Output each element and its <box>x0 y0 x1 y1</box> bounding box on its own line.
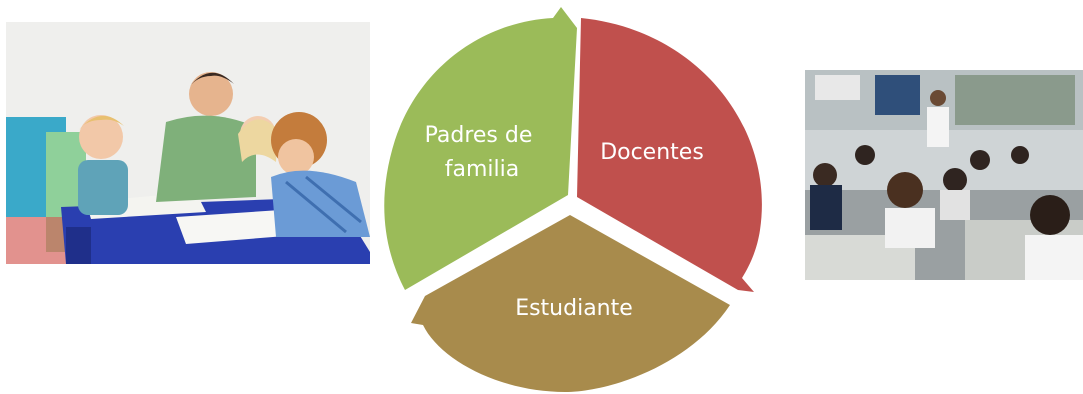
parent-children-illustration <box>6 22 370 264</box>
classroom-illustration <box>805 70 1083 280</box>
parent-children-photo <box>6 22 370 264</box>
padres-label-line-2: familia <box>445 157 519 182</box>
docentes-label-line-1: Docentes <box>600 140 704 165</box>
segment-docentes <box>577 18 762 292</box>
segment-label-docentes: Docentes <box>600 140 704 165</box>
segment-label-estudiante: Estudiante <box>515 296 633 321</box>
classroom-photo <box>805 70 1083 280</box>
estudiante-label-line-1: Estudiante <box>515 296 633 321</box>
segment-padres-de-familia <box>384 7 577 290</box>
padres-label-line-1: Padres de <box>425 123 533 148</box>
segment-estudiante <box>411 215 730 392</box>
segment-label-padres-de-familia: Padres de familia <box>425 123 540 182</box>
